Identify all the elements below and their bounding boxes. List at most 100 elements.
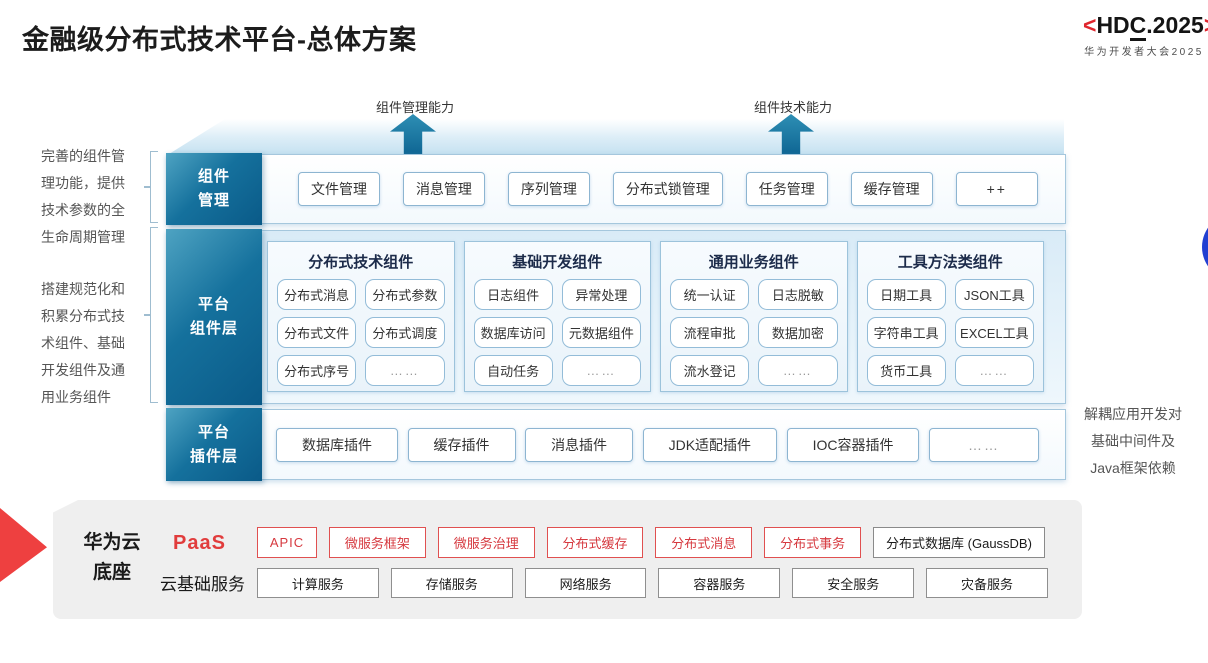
management-item-box: 消息管理 <box>402 172 485 206</box>
group-items: 日期工具 JSON工具 字符串工具 EXCEL工具 货币工具 …… <box>858 279 1044 396</box>
group-title: 基础开发组件 <box>512 254 603 271</box>
component-chip: JSON工具 <box>954 279 1034 310</box>
group-title: 分布式技术组件 <box>308 254 414 271</box>
component-chip: 流程审批 <box>670 317 750 348</box>
arrow-caption-technology: 组件技术能力 <box>754 100 833 115</box>
group-items: 分布式消息 分布式参数 分布式文件 分布式调度 分布式序号 …… <box>268 279 454 396</box>
logo-text-year: .2025 <box>1146 12 1204 38</box>
row-label-line: 组件 <box>197 168 230 185</box>
management-item-box: 序列管理 <box>507 172 590 206</box>
iaas-items: 计算服务 存储服务 网络服务 容器服务 安全服务 灾备服务 <box>257 568 1048 598</box>
management-item-box-more: ++ <box>955 172 1038 206</box>
component-group-basic-dev: 基础开发组件 日志组件 异常处理 数据库访问 元数据组件 自动任务 …… <box>463 241 651 392</box>
logo-angle-left-icon: < <box>1083 12 1097 38</box>
iaas-label: 云基础服务 <box>160 575 245 594</box>
plugin-item-box: 消息插件 <box>525 427 634 462</box>
page-title: 金融级分布式技术平台-总体方案 <box>22 25 417 55</box>
cloud-base-label-line: 华为云 <box>83 532 141 553</box>
component-chip-more: …… <box>365 355 445 386</box>
component-chip: 数据加密 <box>758 317 838 348</box>
paas-item-box: 分布式消息 <box>655 527 753 558</box>
row-label-line: 插件层 <box>189 447 238 465</box>
row-platform-plugins: 平台 插件层 数据库插件 缓存插件 消息插件 JDK适配插件 IOC容器插件 …… <box>166 408 1066 481</box>
logo-angle-right-icon: > <box>1204 12 1208 38</box>
group-items: 统一认证 日志脱敏 流程审批 数据加密 流水登记 …… <box>661 279 847 396</box>
paas-gaussdb-box: 分布式数据库 (GaussDB) <box>872 527 1045 558</box>
note-left-bottom: 搭建规范化和积累分布式技术组件、基础开发组件及通用业务组件 <box>41 281 125 405</box>
iaas-item-box: 存储服务 <box>390 568 513 598</box>
component-chip: 自动任务 <box>473 355 553 386</box>
iaas-item-box: 灾备服务 <box>926 568 1048 598</box>
component-chip: 日志脱敏 <box>758 279 838 310</box>
component-group-tool-methods: 工具方法类组件 日期工具 JSON工具 字符串工具 EXCEL工具 货币工具 …… <box>856 241 1044 392</box>
component-chip: 分布式参数 <box>365 279 445 310</box>
component-chip: 统一认证 <box>670 279 750 310</box>
component-chip: 异常处理 <box>561 279 641 310</box>
component-chip: 分布式文件 <box>277 317 357 348</box>
plugin-items: 数据库插件 缓存插件 消息插件 JDK适配插件 IOC容器插件 …… <box>276 410 1039 479</box>
component-chip: 元数据组件 <box>561 317 641 348</box>
top-perspective-band <box>169 119 1064 154</box>
management-items: 文件管理 消息管理 序列管理 分布式锁管理 任务管理 缓存管理 ++ <box>298 155 1038 223</box>
red-wedge-icon <box>0 508 47 582</box>
row-label-platform-plugins: 平台 插件层 <box>166 408 262 481</box>
group-items: 日志组件 异常处理 数据库访问 元数据组件 自动任务 …… <box>465 279 651 396</box>
blue-circle-decoration <box>1202 213 1208 281</box>
management-item-box: 分布式锁管理 <box>612 172 723 206</box>
group-title: 工具方法类组件 <box>897 254 1003 271</box>
plugin-item-box: 缓存插件 <box>407 427 516 462</box>
component-chip: 分布式序号 <box>277 355 357 386</box>
arrow-caption-management: 组件管理能力 <box>376 100 455 115</box>
bracket-row-components <box>144 227 158 403</box>
iaas-item-box: 计算服务 <box>257 568 379 598</box>
management-item-box: 缓存管理 <box>850 172 933 206</box>
iaas-item-box: 容器服务 <box>658 568 781 598</box>
hdc-logo-wordmark: <HDC.2025> <box>1083 12 1208 41</box>
paas-item-box: APIC <box>257 527 317 558</box>
row-label-platform-components: 平台 组件层 <box>166 229 262 405</box>
component-chip-more: …… <box>954 355 1034 386</box>
bracket-row-management <box>144 151 158 223</box>
hdc-logo-subtitle: 华为开发者大会2025 <box>1084 47 1204 58</box>
hdc-logo: <HDC.2025> 华为开发者大会2025 <box>1083 12 1208 58</box>
component-chip: 分布式消息 <box>277 279 357 310</box>
paas-label: PaaS <box>173 532 226 554</box>
component-chip: 字符串工具 <box>866 317 946 348</box>
component-chip: 流水登记 <box>670 355 750 386</box>
row-label-line: 平台 <box>197 423 230 441</box>
paas-item-box: 微服务框架 <box>329 527 426 558</box>
row-label-line: 管理 <box>197 192 230 209</box>
paas-item-box: 微服务治理 <box>437 527 535 558</box>
paas-items: APIC 微服务框架 微服务治理 分布式缓存 分布式消息 分布式事务 分布式数据… <box>257 527 1045 558</box>
component-chip: 日期工具 <box>866 279 946 310</box>
cloud-base-label-line: 底座 <box>92 562 131 583</box>
component-chip: EXCEL工具 <box>954 317 1034 348</box>
component-chip: 数据库访问 <box>473 317 553 348</box>
component-chip-more: …… <box>758 355 838 386</box>
paas-item-box: 分布式缓存 <box>546 527 644 558</box>
component-chip: 分布式调度 <box>365 317 445 348</box>
huawei-cloud-base-panel <box>53 500 1082 619</box>
plugin-item-box: JDK适配插件 <box>642 427 778 462</box>
component-group-common-business: 通用业务组件 统一认证 日志脱敏 流程审批 数据加密 流水登记 …… <box>660 241 848 392</box>
row-label-line: 组件层 <box>189 320 238 337</box>
component-groups: 分布式技术组件 分布式消息 分布式参数 分布式文件 分布式调度 分布式序号 ……… <box>267 241 1044 392</box>
logo-text-hd: HD <box>1096 12 1130 38</box>
group-title: 通用业务组件 <box>708 254 799 271</box>
management-item-box: 文件管理 <box>298 172 380 206</box>
component-chip: 货币工具 <box>866 355 946 386</box>
row-component-management: 组件 管理 文件管理 消息管理 序列管理 分布式锁管理 任务管理 缓存管理 ++ <box>166 153 1066 225</box>
component-chip: 日志组件 <box>473 279 553 310</box>
management-item-box: 任务管理 <box>745 172 828 206</box>
iaas-item-box: 网络服务 <box>524 568 647 598</box>
cloud-base-label: 华为云 底座 <box>82 528 142 588</box>
paas-item-box: 分布式事务 <box>764 527 861 558</box>
row-platform-components: 平台 组件层 分布式技术组件 分布式消息 分布式参数 分布式文件 分布式调度 分… <box>166 229 1066 405</box>
row-label-component-management: 组件 管理 <box>166 153 262 225</box>
logo-text-c-underlined: C <box>1129 12 1147 41</box>
iaas-item-box: 安全服务 <box>792 568 915 598</box>
note-right: 解耦应用开发对基础中间件及Java框架依赖 <box>1084 406 1182 476</box>
plugin-item-box-more: …… <box>929 427 1039 462</box>
component-group-distributed-tech: 分布式技术组件 分布式消息 分布式参数 分布式文件 分布式调度 分布式序号 …… <box>267 241 455 392</box>
note-left-top: 完善的组件管理功能，提供技术参数的全生命周期管理 <box>41 148 125 245</box>
